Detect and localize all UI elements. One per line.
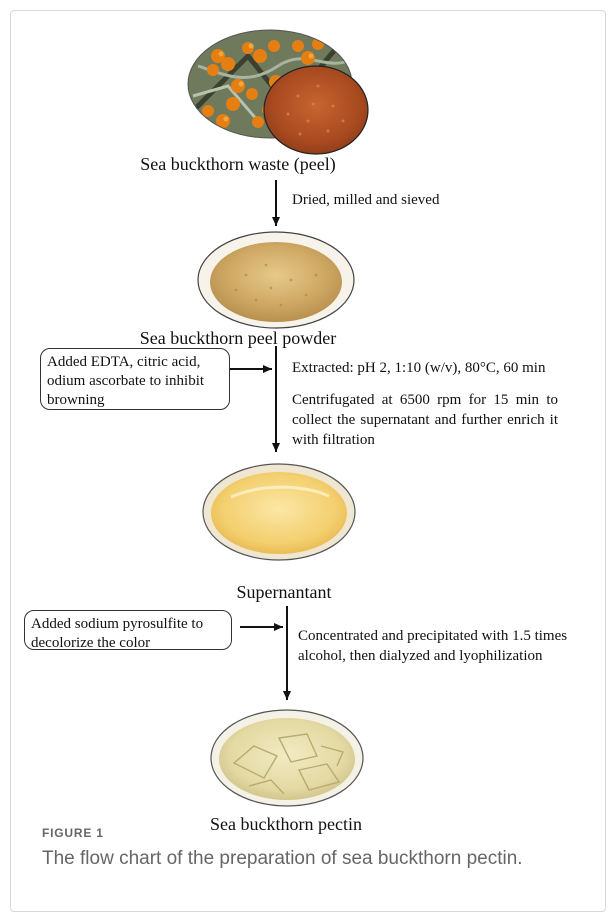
stage-label-powder: Sea buckthorn peel powder: [0, 328, 546, 349]
figure-caption: The flow chart of the preparation of sea…: [42, 848, 602, 870]
supernatant-image: [201, 462, 357, 562]
peel-powder-image: [196, 230, 356, 330]
step-centrifuge: Centrifugated at 6500 rpm for 15 min to …: [292, 390, 558, 450]
step-dry: Dried, milled and sieved: [292, 190, 439, 210]
step-extract: Extracted: pH 2, 1:10 (w/v), 80°C, 60 mi…: [292, 358, 545, 378]
sea-buckthorn-waste-image: [188, 26, 378, 156]
pectin-image: [209, 708, 365, 808]
step-concentrate: Concentrated and precipitated with 1.5 t…: [298, 626, 598, 666]
figure-label: FIGURE 1: [42, 826, 104, 840]
note-edta: Added EDTA, citric acid, odium ascorbate…: [40, 348, 230, 410]
note-pyrosulfite: Added sodium pyrosulfite to decolorize t…: [24, 610, 232, 650]
stage-label-supernatant: Supernantant: [0, 582, 592, 603]
stage-label-waste: Sea buckthorn waste (peel): [0, 154, 546, 175]
